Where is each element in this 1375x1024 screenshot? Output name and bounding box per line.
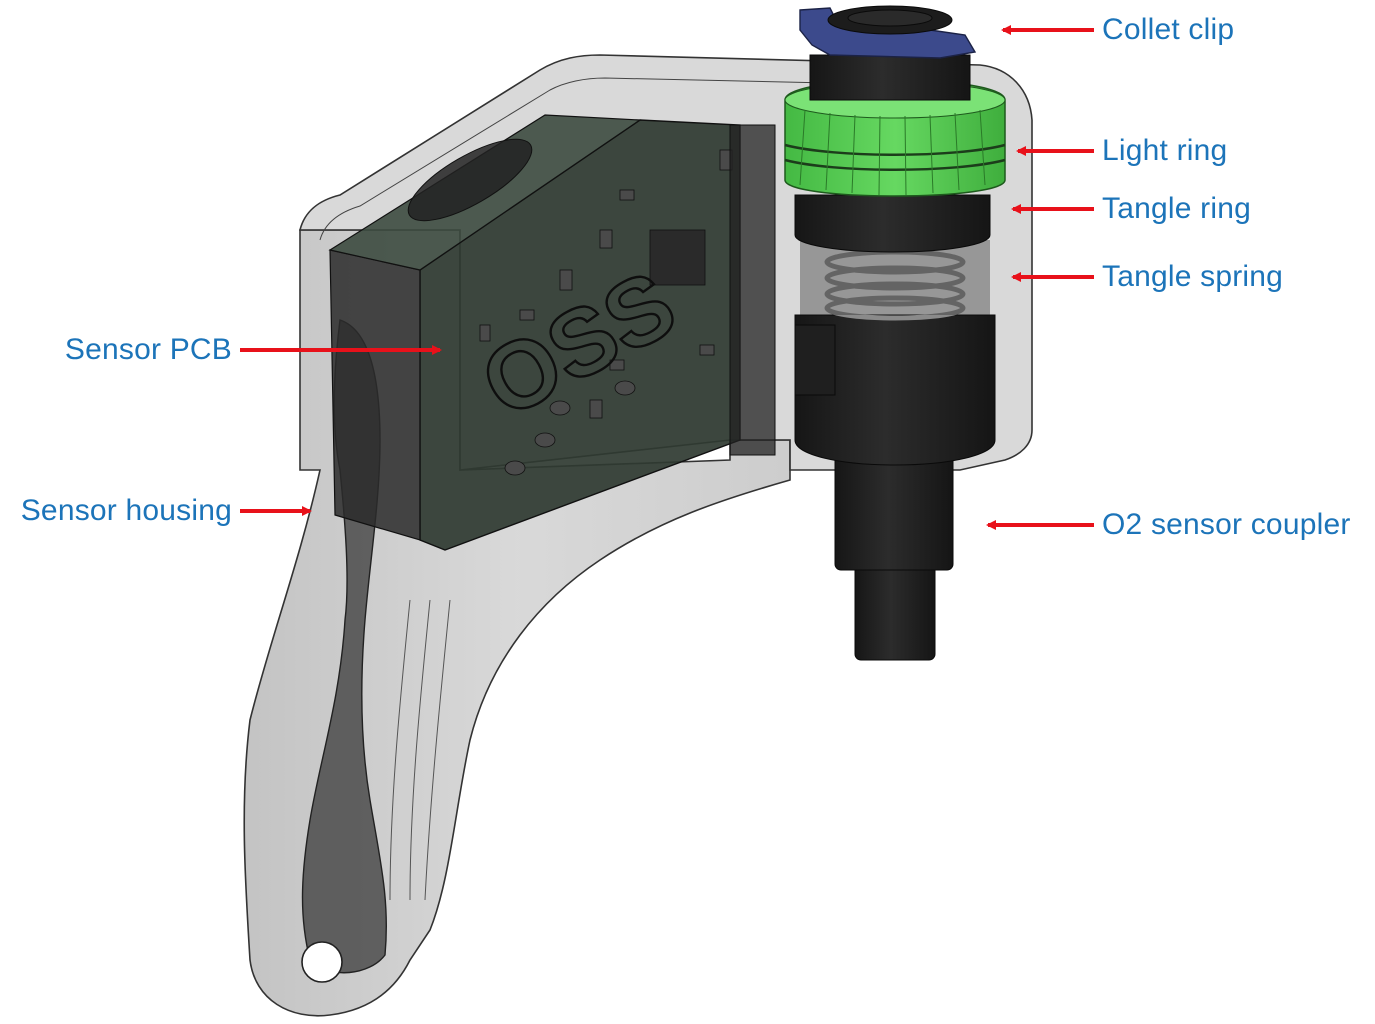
pcb-connector (729, 124, 776, 456)
label-sensor-pcb: Sensor PCB (64, 333, 232, 366)
light-ring-knurl (799, 109, 986, 196)
coupler-tab (794, 324, 836, 396)
pcb-button (407, 138, 533, 222)
mounting-hole (301, 941, 343, 983)
housing-arm-rib (389, 599, 451, 901)
callout-arrows (240, 25, 1094, 530)
tangle-spring-shape (824, 249, 966, 321)
coupler-assembly (784, 5, 1006, 661)
pcb-components (479, 149, 733, 476)
coupler-body (794, 314, 996, 466)
label-tangle-ring: Tangle ring (1102, 192, 1251, 225)
collet-body (809, 54, 971, 101)
collet-bore (847, 9, 933, 27)
label-sensor-housing: Sensor housing (20, 494, 232, 527)
label-o2-sensor-coupler: O2 sensor coupler (1102, 508, 1351, 541)
housing-inner-edge (319, 77, 961, 241)
spring-core (800, 240, 990, 315)
pcb-edge (329, 249, 421, 541)
label-light-ring: Light ring (1102, 134, 1228, 167)
label-collet-clip: Collet clip (1102, 13, 1235, 46)
sensor-pcb-shape: OSS (328, 114, 776, 551)
label-tangle-spring: Tangle spring (1102, 260, 1284, 293)
coupler-tip (854, 559, 936, 661)
tangle-ring-shape (794, 194, 991, 253)
